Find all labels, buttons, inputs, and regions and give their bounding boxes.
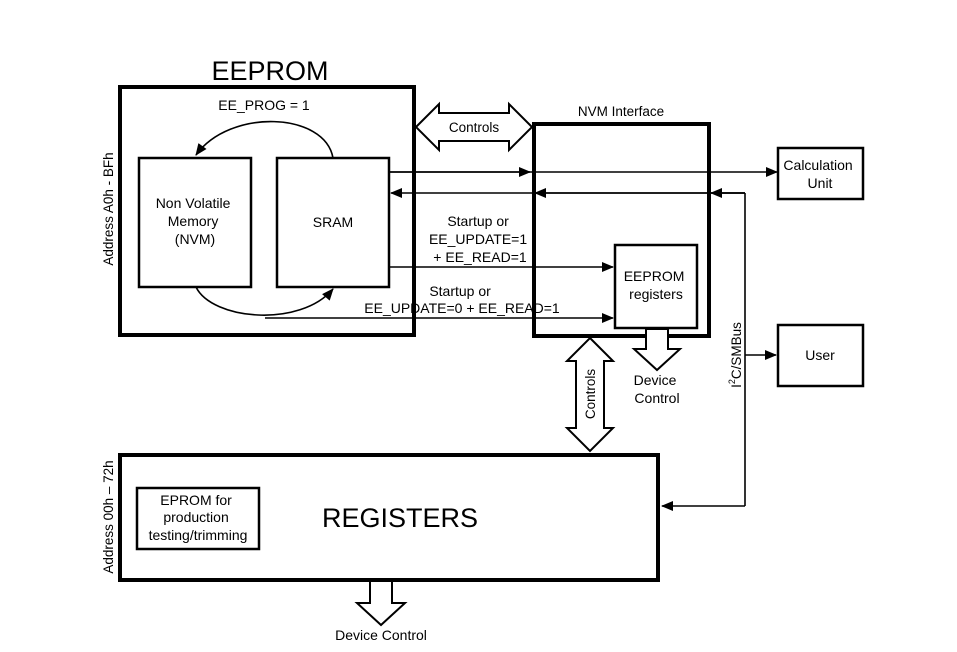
user-label: User <box>805 347 835 363</box>
controls-vertical-double-arrow <box>564 336 616 453</box>
device-control-arrow-bottom <box>354 580 408 627</box>
startup-update0-label: Startup or EE_UPDATE=0 + EE_READ=1 <box>364 283 560 316</box>
nvm-box <box>137 156 253 289</box>
sram-label: SRAM <box>313 214 353 230</box>
nvm-interface-box <box>532 122 711 338</box>
eprom-box <box>135 486 261 551</box>
sram-box <box>275 156 391 289</box>
controls-label-top: Controls <box>449 120 500 135</box>
user-box <box>776 323 865 388</box>
calculation-unit-box <box>776 146 865 201</box>
registers-address-label: Address 00h – 72h <box>101 460 116 573</box>
device-control-arrow-mid <box>631 328 683 372</box>
calculation-unit-label: Calculation Unit <box>783 157 856 191</box>
eeprom-registers-label: EEPROM registers <box>624 268 689 302</box>
nvm-to-sram-arrow <box>195 286 334 316</box>
startup-update1-label: Startup or EE_UPDATE=1 + EE_READ=1 <box>429 213 531 265</box>
eeprom-box <box>118 85 416 337</box>
eeprom-address-label: Address A0h - BFh <box>101 152 116 265</box>
device-control-bottom-label: Device Control <box>335 627 427 643</box>
registers-title: REGISTERS <box>322 503 478 533</box>
nvm-interface-title: NVM Interface <box>578 104 664 119</box>
device-control-mid-label: Device Control <box>634 372 681 406</box>
eprom-label: EPROM for production testing/trimming <box>149 492 248 543</box>
nvm-label: Non Volatile Memory (NVM) <box>156 195 235 247</box>
ee-prog-arrow <box>195 120 334 159</box>
controls-vertical-label: Controls <box>583 369 598 420</box>
ee-prog-label: EE_PROG = 1 <box>218 97 310 113</box>
eeprom-title: EEPROM <box>211 56 328 86</box>
i2c-smbus-label: I2C/SMBus <box>727 322 744 388</box>
